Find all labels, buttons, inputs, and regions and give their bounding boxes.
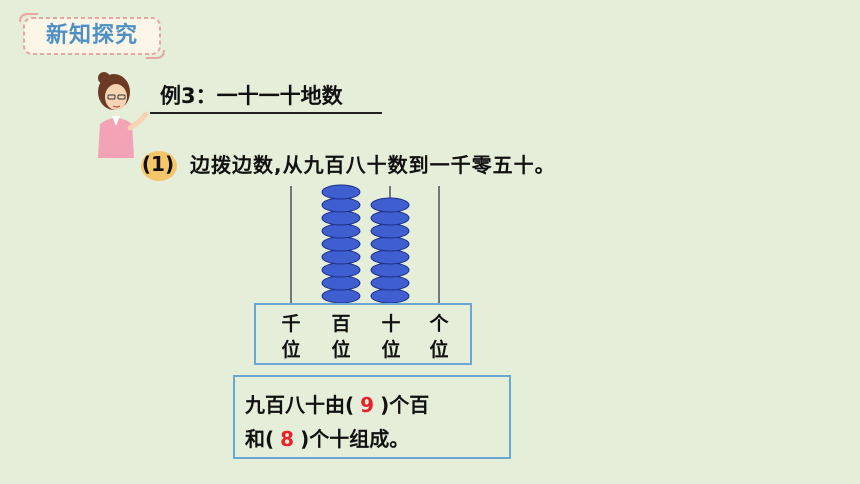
step-instruction: 边拨边数,从九百八十数到一千零五十。 xyxy=(190,153,556,177)
place-label-top: 十 xyxy=(381,313,401,335)
section-title: 新知探究 xyxy=(45,23,138,48)
place-tens: 十 位 xyxy=(376,311,406,363)
place-label-bottom: 位 xyxy=(281,339,301,361)
ones-rod xyxy=(438,186,440,304)
step-number-badge: (1) xyxy=(137,147,179,181)
teacher-icon xyxy=(98,72,149,158)
hundreds-rod xyxy=(340,186,342,304)
place-thousands: 千 位 xyxy=(276,311,306,363)
title-underline xyxy=(150,112,382,114)
place-label-bottom: 位 xyxy=(381,339,401,361)
place-ones: 个 位 xyxy=(424,311,454,363)
answer-line2-prefix: 和( xyxy=(245,427,275,451)
place-hundreds: 百 位 xyxy=(326,311,356,363)
thousands-rod xyxy=(290,186,292,304)
place-label-top: 千 xyxy=(281,313,301,335)
answer-tens-value: 8 xyxy=(280,427,295,451)
answer-hundreds-value: 9 xyxy=(360,393,375,417)
answer-line1-prefix: 九百八十由( xyxy=(245,393,355,417)
place-label-bottom: 位 xyxy=(331,339,351,361)
place-label-top: 百 xyxy=(331,313,351,335)
badge-frame-icon xyxy=(19,13,165,59)
step-number: (1) xyxy=(141,152,175,176)
step-circle xyxy=(141,151,177,181)
tens-rod xyxy=(389,186,391,304)
section-badge: 新知探究 xyxy=(18,12,166,60)
place-label-top: 个 xyxy=(429,313,449,335)
place-value-labels: 千 位 百 位 十 位 个 位 xyxy=(254,303,472,365)
example-title: 例3：一十一十地数 xyxy=(160,84,343,108)
answer-line2-suffix: )个十组成。 xyxy=(300,427,410,451)
answer-line-2: 和(8)个十组成。 xyxy=(245,423,409,452)
answer-line-1: 九百八十由(9)个百 xyxy=(245,389,429,418)
answer-line1-suffix: )个百 xyxy=(380,393,430,417)
answer-box: 九百八十由(9)个百 和(8)个十组成。 xyxy=(233,375,511,459)
place-label-bottom: 位 xyxy=(429,339,449,361)
